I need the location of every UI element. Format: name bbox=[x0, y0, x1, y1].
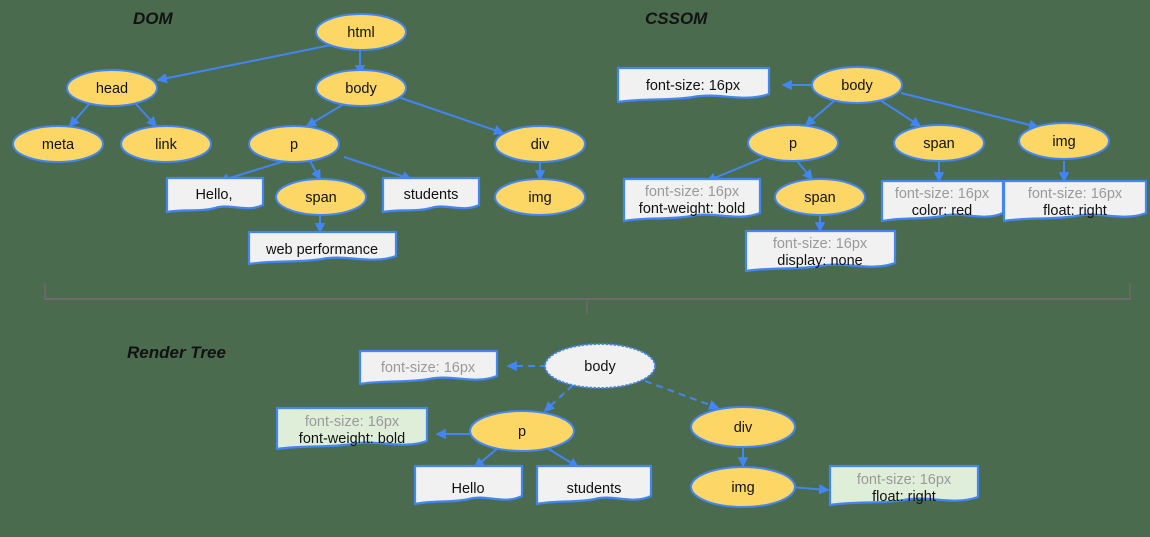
cssom-rule-span-nested-line2: display: none bbox=[777, 253, 862, 269]
render-text-students[interactable]: students bbox=[535, 464, 653, 506]
dom-edges bbox=[68, 42, 546, 234]
edge-render-p-students bbox=[546, 447, 580, 468]
cssom-rule-p[interactable]: font-size: 16px font-weight: bold bbox=[622, 177, 762, 223]
cssom-rule-img-line2: float: right bbox=[1043, 203, 1107, 219]
dom-node-div-label: div bbox=[531, 137, 550, 153]
cssom-node-span-top-label: span bbox=[923, 136, 954, 152]
edge-body-p bbox=[305, 103, 345, 127]
render-node-p-label: p bbox=[518, 424, 526, 440]
dom-text-web-performance[interactable]: web performance bbox=[247, 230, 398, 266]
render-tree-edges bbox=[435, 360, 830, 495]
render-rule-body[interactable]: font-size: 16px bbox=[358, 349, 499, 386]
render-node-img-label: img bbox=[731, 480, 754, 496]
render-node-div[interactable]: div bbox=[690, 406, 796, 448]
cssom-rule-span-top-line2: color: red bbox=[912, 203, 972, 219]
cssom-node-p-label: p bbox=[789, 136, 797, 152]
dom-node-span[interactable]: span bbox=[275, 178, 367, 216]
render-rule-img-line1: font-size: 16px bbox=[857, 472, 952, 488]
cssom-rule-p-line1: font-size: 16px bbox=[645, 184, 740, 200]
edge-cssom-body-span bbox=[879, 99, 922, 127]
edge-render-body-p bbox=[543, 384, 574, 413]
edge-p-span bbox=[309, 160, 321, 181]
render-node-p[interactable]: p bbox=[469, 410, 575, 452]
edge-render-p-hello bbox=[473, 447, 499, 468]
cssom-rule-body-line1: font-size: 16px bbox=[646, 78, 741, 94]
dom-section-title: DOM bbox=[133, 9, 174, 28]
cssom-rule-span-nested[interactable]: font-size: 16px display: none bbox=[744, 229, 897, 273]
render-rule-p-line1: font-size: 16px bbox=[305, 414, 400, 430]
edge-cssom-p-rule bbox=[705, 157, 764, 183]
cssom-section-title: CSSOM bbox=[645, 9, 708, 28]
edge-head-link bbox=[134, 102, 158, 128]
dom-node-meta[interactable]: meta bbox=[12, 125, 104, 163]
cssom-node-body[interactable]: body bbox=[811, 66, 903, 104]
dom-text-students[interactable]: students bbox=[381, 176, 481, 214]
cssom-rule-span-top-line1: font-size: 16px bbox=[895, 186, 990, 202]
section-divider bbox=[44, 283, 1131, 314]
cssom-node-img-label: img bbox=[1052, 134, 1075, 150]
cssom-rule-img[interactable]: font-size: 16px float: right bbox=[1002, 179, 1148, 223]
cssom-node-span-nested[interactable]: span bbox=[774, 178, 866, 216]
dom-node-span-label: span bbox=[305, 190, 336, 206]
dom-node-link-label: link bbox=[155, 137, 178, 153]
edge-cssom-body-img bbox=[900, 92, 1040, 130]
render-node-img[interactable]: img bbox=[690, 466, 796, 508]
cssom-node-img[interactable]: img bbox=[1018, 122, 1110, 160]
dom-node-head[interactable]: head bbox=[66, 69, 158, 107]
dom-node-img[interactable]: img bbox=[494, 178, 586, 216]
cssom-node-span-nested-label: span bbox=[804, 190, 835, 206]
render-text-hello-label: Hello bbox=[451, 481, 484, 497]
dom-node-html-label: html bbox=[347, 25, 374, 41]
dom-text-students-label: students bbox=[404, 187, 459, 203]
dom-text-hello-label: Hello, bbox=[195, 187, 232, 203]
dom-node-div[interactable]: div bbox=[494, 125, 586, 163]
cssom-node-p[interactable]: p bbox=[747, 124, 839, 162]
render-node-body-label: body bbox=[584, 359, 616, 375]
dom-node-p-label: p bbox=[290, 137, 298, 153]
edge-cssom-body-p bbox=[804, 100, 835, 127]
cssom-node-span-top[interactable]: span bbox=[893, 124, 985, 162]
dom-node-html[interactable]: html bbox=[315, 13, 407, 51]
render-node-body[interactable]: body bbox=[544, 343, 656, 389]
cssom-rule-body[interactable]: font-size: 16px bbox=[616, 66, 771, 104]
edge-render-body-div bbox=[644, 380, 720, 410]
cssom-rule-span-nested-line1: font-size: 16px bbox=[773, 236, 868, 252]
edge-body-div bbox=[394, 95, 505, 136]
edge-render-img-rule bbox=[789, 484, 830, 495]
cssom-rule-img-line1: font-size: 16px bbox=[1028, 186, 1123, 202]
dom-node-meta-label: meta bbox=[42, 137, 75, 153]
dom-node-link[interactable]: link bbox=[120, 125, 212, 163]
dom-text-hello[interactable]: Hello, bbox=[165, 176, 265, 214]
render-rule-body-line1: font-size: 16px bbox=[381, 360, 476, 376]
dom-node-head-label: head bbox=[96, 81, 128, 97]
render-tree-section-title: Render Tree bbox=[127, 343, 226, 362]
render-rule-p-line2: font-weight: bold bbox=[299, 431, 405, 447]
dom-node-body-label: body bbox=[345, 81, 377, 97]
cssom-edges bbox=[705, 79, 1070, 233]
render-rule-p[interactable]: font-size: 16px font-weight: bold bbox=[275, 406, 429, 451]
render-text-students-label: students bbox=[567, 481, 622, 497]
cssom-node-body-label: body bbox=[841, 78, 873, 94]
dom-node-body[interactable]: body bbox=[315, 69, 407, 107]
edge-head-meta bbox=[68, 102, 91, 128]
render-rule-img[interactable]: font-size: 16px float: right bbox=[828, 464, 980, 507]
dom-text-web-performance-label: web performance bbox=[265, 242, 378, 258]
dom-node-p[interactable]: p bbox=[248, 125, 340, 163]
cssom-rule-p-line2: font-weight: bold bbox=[639, 201, 745, 217]
dom-node-img-label: img bbox=[528, 190, 551, 206]
edge-p-students bbox=[343, 156, 413, 182]
render-node-div-label: div bbox=[734, 420, 753, 436]
edge-cssom-p-span bbox=[796, 160, 813, 181]
render-text-hello[interactable]: Hello bbox=[413, 464, 524, 506]
render-rule-img-line2: float: right bbox=[872, 489, 936, 505]
edge-html-head bbox=[156, 42, 342, 84]
cssom-rule-span-top[interactable]: font-size: 16px color: red bbox=[880, 179, 1005, 223]
